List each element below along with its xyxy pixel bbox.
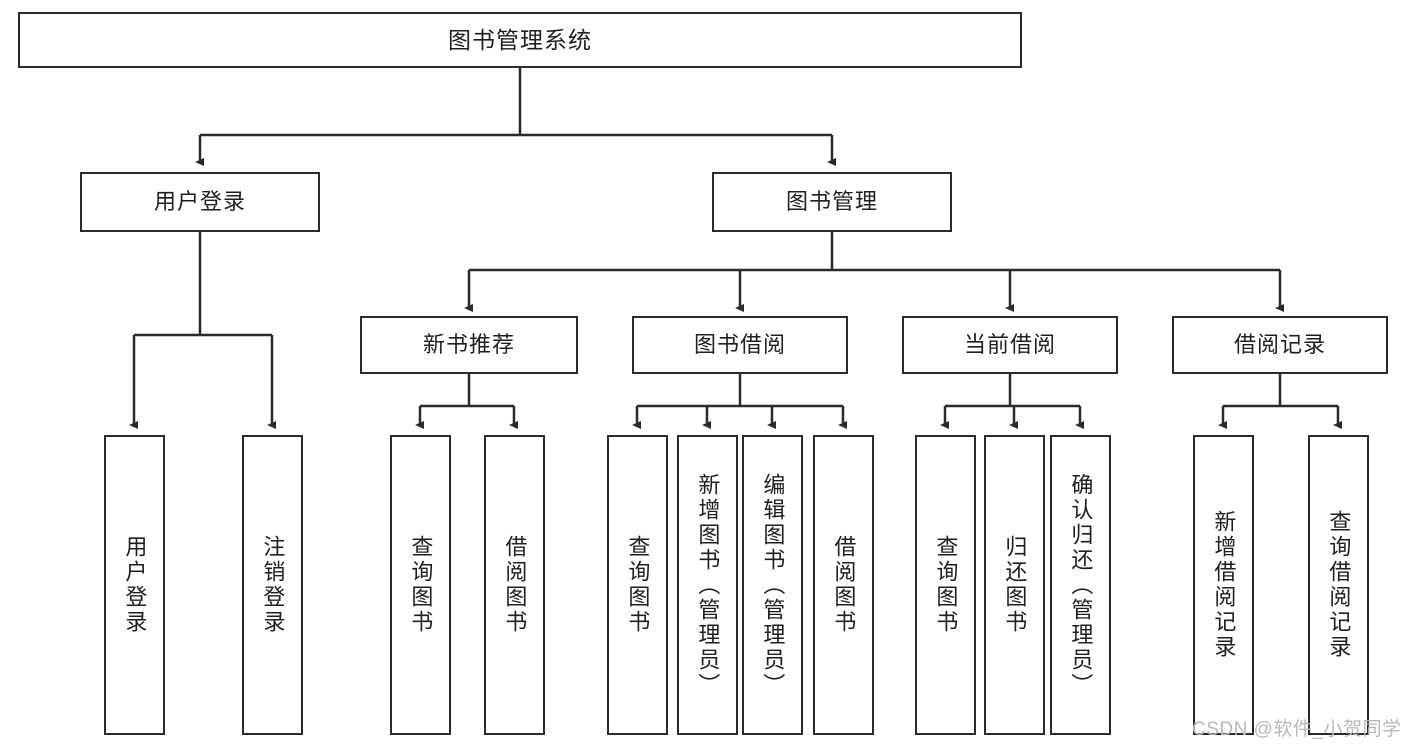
node-leaf-user-login-label: 用户登录 bbox=[122, 535, 148, 635]
node-leaf-return-book-label: 归还图书 bbox=[1002, 535, 1028, 635]
node-root[interactable]: 图书管理系统 bbox=[18, 12, 1022, 68]
node-leaf-query-book-2-label: 查询图书 bbox=[625, 535, 651, 635]
node-user-login[interactable]: 用户登录 bbox=[80, 172, 320, 232]
node-book-borrow[interactable]: 图书借阅 bbox=[632, 316, 848, 374]
node-leaf-return-book[interactable]: 归还图书 bbox=[984, 435, 1045, 735]
node-new-book-recommend[interactable]: 新书推荐 bbox=[360, 316, 578, 374]
node-leaf-add-record-label: 新增借阅记录 bbox=[1211, 510, 1237, 660]
node-book-management-label: 图书管理 bbox=[785, 189, 878, 215]
node-leaf-query-book-1[interactable]: 查询图书 bbox=[390, 435, 451, 735]
watermark-text: CSDN @软件_小贺同学 bbox=[1192, 719, 1402, 740]
node-leaf-edit-book[interactable]: 编辑图书（管理员） bbox=[742, 435, 803, 735]
node-leaf-borrow-book-2-label: 借阅图书 bbox=[831, 535, 857, 635]
node-root-label: 图书管理系统 bbox=[448, 26, 592, 53]
node-leaf-query-book-3-label: 查询图书 bbox=[933, 535, 959, 635]
node-leaf-query-record-label: 查询借阅记录 bbox=[1326, 510, 1352, 660]
node-leaf-logout-label: 注销登录 bbox=[260, 535, 286, 635]
node-leaf-add-book-label: 新增图书（管理员） bbox=[695, 472, 721, 698]
node-leaf-query-book-1-label: 查询图书 bbox=[408, 535, 434, 635]
node-current-borrow-label: 当前借阅 bbox=[963, 332, 1056, 358]
node-leaf-borrow-book-1-label: 借阅图书 bbox=[502, 535, 528, 635]
node-leaf-logout[interactable]: 注销登录 bbox=[242, 435, 303, 735]
node-current-borrow[interactable]: 当前借阅 bbox=[902, 316, 1118, 374]
node-leaf-edit-book-label: 编辑图书（管理员） bbox=[760, 472, 786, 698]
node-book-borrow-label: 图书借阅 bbox=[693, 332, 786, 358]
node-leaf-confirm-return-label: 确认归还（管理员） bbox=[1068, 472, 1094, 698]
node-user-login-label: 用户登录 bbox=[153, 189, 246, 215]
node-book-management[interactable]: 图书管理 bbox=[712, 172, 952, 232]
node-leaf-query-record[interactable]: 查询借阅记录 bbox=[1308, 435, 1369, 735]
node-leaf-query-book-2[interactable]: 查询图书 bbox=[607, 435, 668, 735]
node-leaf-add-book[interactable]: 新增图书（管理员） bbox=[677, 435, 738, 735]
node-leaf-confirm-return[interactable]: 确认归还（管理员） bbox=[1050, 435, 1111, 735]
node-leaf-query-book-3[interactable]: 查询图书 bbox=[915, 435, 976, 735]
node-leaf-user-login[interactable]: 用户登录 bbox=[104, 435, 165, 735]
node-leaf-add-record[interactable]: 新增借阅记录 bbox=[1193, 435, 1254, 735]
node-borrow-record[interactable]: 借阅记录 bbox=[1172, 316, 1388, 374]
node-borrow-record-label: 借阅记录 bbox=[1233, 332, 1326, 358]
node-leaf-borrow-book-2[interactable]: 借阅图书 bbox=[813, 435, 874, 735]
node-new-book-recommend-label: 新书推荐 bbox=[422, 332, 515, 358]
node-leaf-borrow-book-1[interactable]: 借阅图书 bbox=[484, 435, 545, 735]
